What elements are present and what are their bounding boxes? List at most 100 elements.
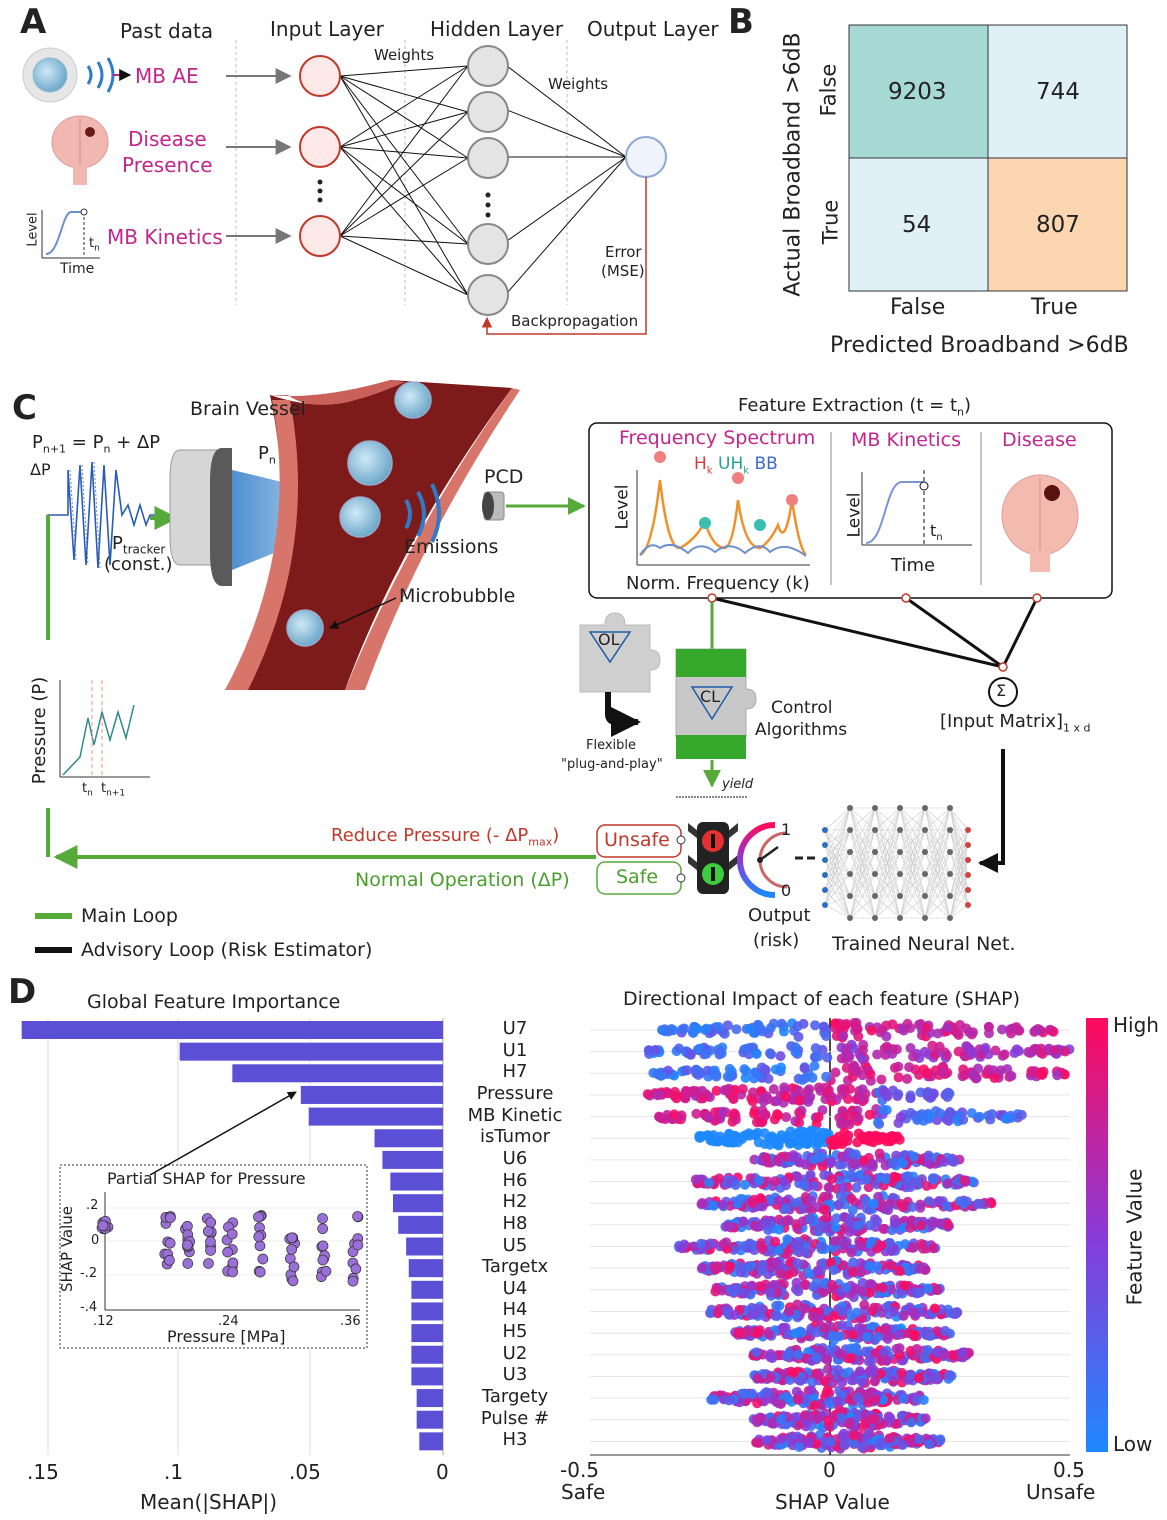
shap-point [795,1439,806,1450]
importance-bar [374,1129,443,1148]
shap-point [941,1088,952,1099]
shap-point [770,1236,781,1247]
shap-xtick-0: -0.5 [560,1458,600,1482]
shap-point [903,1328,914,1339]
shap-point [816,1236,827,1247]
shap-point [908,1051,919,1062]
shap-point [825,1199,836,1210]
shap-point [812,1226,823,1237]
shap-point [963,1043,974,1054]
shap-point [856,1331,867,1342]
shap-point [842,1182,853,1193]
shap-point [784,1432,795,1443]
shap-point [716,1048,727,1059]
shap-point [725,1136,736,1147]
shap-point [864,1283,875,1294]
shap-point [846,1193,857,1204]
shap-point [819,1244,830,1255]
shap-point [891,1044,902,1055]
shap-point [788,1152,799,1163]
pressure-tn1: tn+1 [101,781,126,799]
shap-point [800,1353,811,1364]
shap-point [744,1388,755,1399]
shap-point [885,1413,896,1424]
shap-point [865,1365,876,1376]
shap-point [749,1392,760,1403]
shap-point [777,1268,788,1279]
shap-point [779,1290,790,1301]
shap-point [692,1178,703,1189]
shap-point [778,1411,789,1422]
shap-point [860,1290,871,1301]
shap-point [735,1245,746,1256]
shap-point [800,1192,811,1203]
shap-point [1044,1024,1055,1035]
shap-point [812,1265,823,1276]
shap-point [884,1200,895,1211]
shap-point [866,1246,877,1257]
shap-point [959,1175,970,1186]
shap-point [781,1329,792,1340]
shap-point [857,1377,868,1388]
shap-point [851,1094,862,1105]
shap-point [823,1085,834,1096]
shap-point [822,1330,833,1341]
shap-point [806,1323,817,1334]
shap-point [803,1096,814,1107]
shap-point [813,1153,824,1164]
shap-point [695,1132,706,1143]
shap-point [763,1094,774,1105]
shap-point [801,1437,812,1448]
shap-point [748,1260,759,1271]
shap-point [765,1220,776,1231]
shap-point [869,1335,880,1346]
shap-point [985,1197,996,1208]
shap-point [748,1027,759,1038]
shap-point [751,1350,762,1361]
shap-point [898,1410,909,1421]
shap-point [776,1280,787,1291]
shap-point [786,1237,797,1248]
shap-point [814,1437,825,1448]
shap-point [874,1416,885,1427]
shap-point [760,1109,771,1120]
shap-point [794,1126,805,1137]
shap-point [925,1368,936,1379]
colorbar-label: Feature Value [1122,1168,1147,1306]
shap-point [776,1439,787,1450]
shap-point [870,1130,881,1141]
shap-point [817,1156,828,1167]
shap-point [833,1278,844,1289]
shap-point [942,1067,953,1078]
shap-point [841,1043,852,1054]
shap-point [851,1331,862,1342]
shap-point [899,1150,910,1161]
shap-point [894,1324,905,1335]
shap-point [800,1421,811,1432]
shap-point [941,1201,952,1212]
shap-point [854,1386,865,1397]
shap-point [717,1199,728,1210]
shap-point [956,1350,967,1361]
shap-point [771,1139,782,1150]
shap-point [932,1285,943,1296]
inset-point [205,1236,216,1247]
shap-point [844,1289,855,1300]
shap-point [884,1281,895,1292]
shap-point [818,1327,829,1338]
shap-point [905,1182,916,1193]
shap-point [805,1177,816,1188]
shap-point [821,1259,832,1270]
shap-point [872,1216,883,1227]
shap-point [847,1428,858,1439]
shap-point [800,1411,811,1422]
shap-point [848,1172,859,1183]
shap-point [971,1072,982,1083]
shap-point [924,1331,935,1342]
shap-point [764,1329,775,1340]
shap-point [883,1043,894,1054]
shap-point [898,1158,909,1169]
shap-point [797,1216,808,1227]
shap-point [691,1064,702,1075]
feature-label: U1 [502,1039,528,1061]
